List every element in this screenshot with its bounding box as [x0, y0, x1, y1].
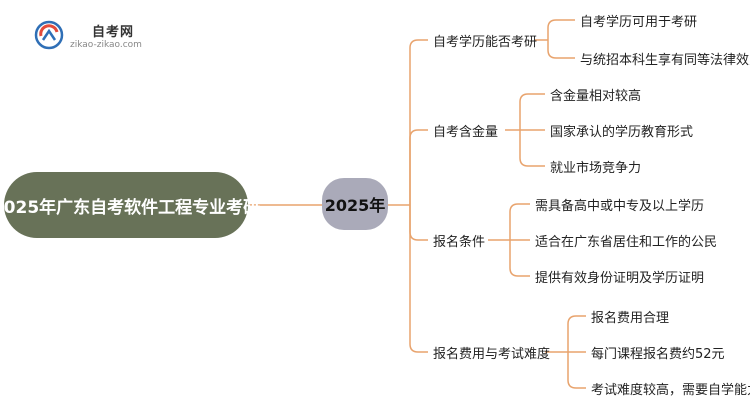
leaf-node[interactable]: 自考学历可用于考研: [580, 15, 698, 30]
branch-fees-difficulty[interactable]: 报名费用与考试难度: [433, 347, 551, 362]
leaf-node[interactable]: 每门课程报名费约52元: [591, 347, 725, 362]
site-logo[interactable]: 自考网 zikao-zikao.com: [34, 18, 174, 54]
leaf-node[interactable]: 国家承认的学历教育形式: [550, 125, 694, 140]
leaf-node[interactable]: 报名费用合理: [591, 311, 670, 326]
leaf-node[interactable]: 适合在广东省居住和工作的公民: [535, 235, 718, 250]
branch-eligibility[interactable]: 自考学历能否考研: [433, 35, 538, 50]
branch-value[interactable]: 自考含金量: [433, 125, 499, 140]
leaf-node[interactable]: 需具备高中或中专及以上学历: [535, 199, 705, 214]
leaf-node[interactable]: 提供有效身份证明及学历证明: [535, 271, 705, 286]
root-node[interactable]: 2025年广东自考软件工程专业考研: [0, 172, 260, 238]
leaf-node[interactable]: 考试难度较高，需要自学能力: [591, 383, 750, 398]
logo-icon: [34, 20, 64, 50]
year-node[interactable]: 2025年: [322, 178, 388, 230]
logo-url: zikao-zikao.com: [70, 40, 142, 50]
logo-name: 自考网: [92, 25, 135, 40]
leaf-node[interactable]: 就业市场竞争力: [550, 161, 642, 176]
leaf-node[interactable]: 含金量相对较高: [550, 89, 642, 104]
leaf-node[interactable]: 与统招本科生享有同等法律效力: [580, 53, 750, 68]
branch-requirements[interactable]: 报名条件: [433, 235, 486, 250]
